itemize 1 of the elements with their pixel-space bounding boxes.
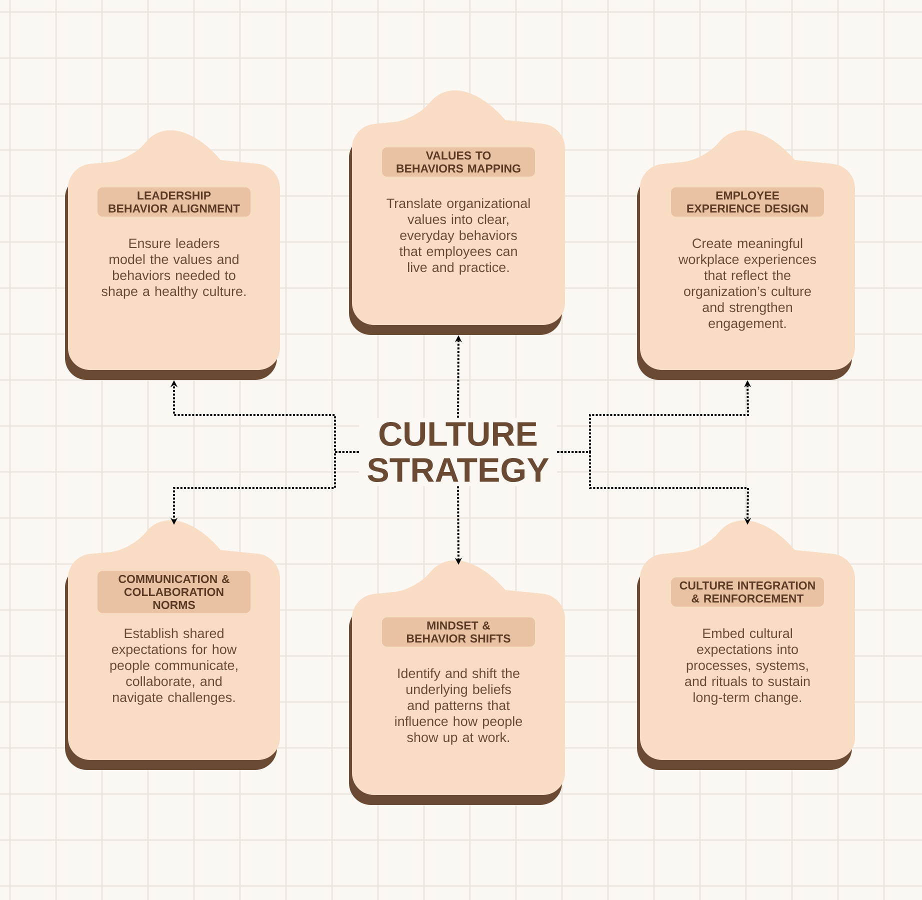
title-text: CULTURE STRATEGY: [359, 418, 557, 486]
